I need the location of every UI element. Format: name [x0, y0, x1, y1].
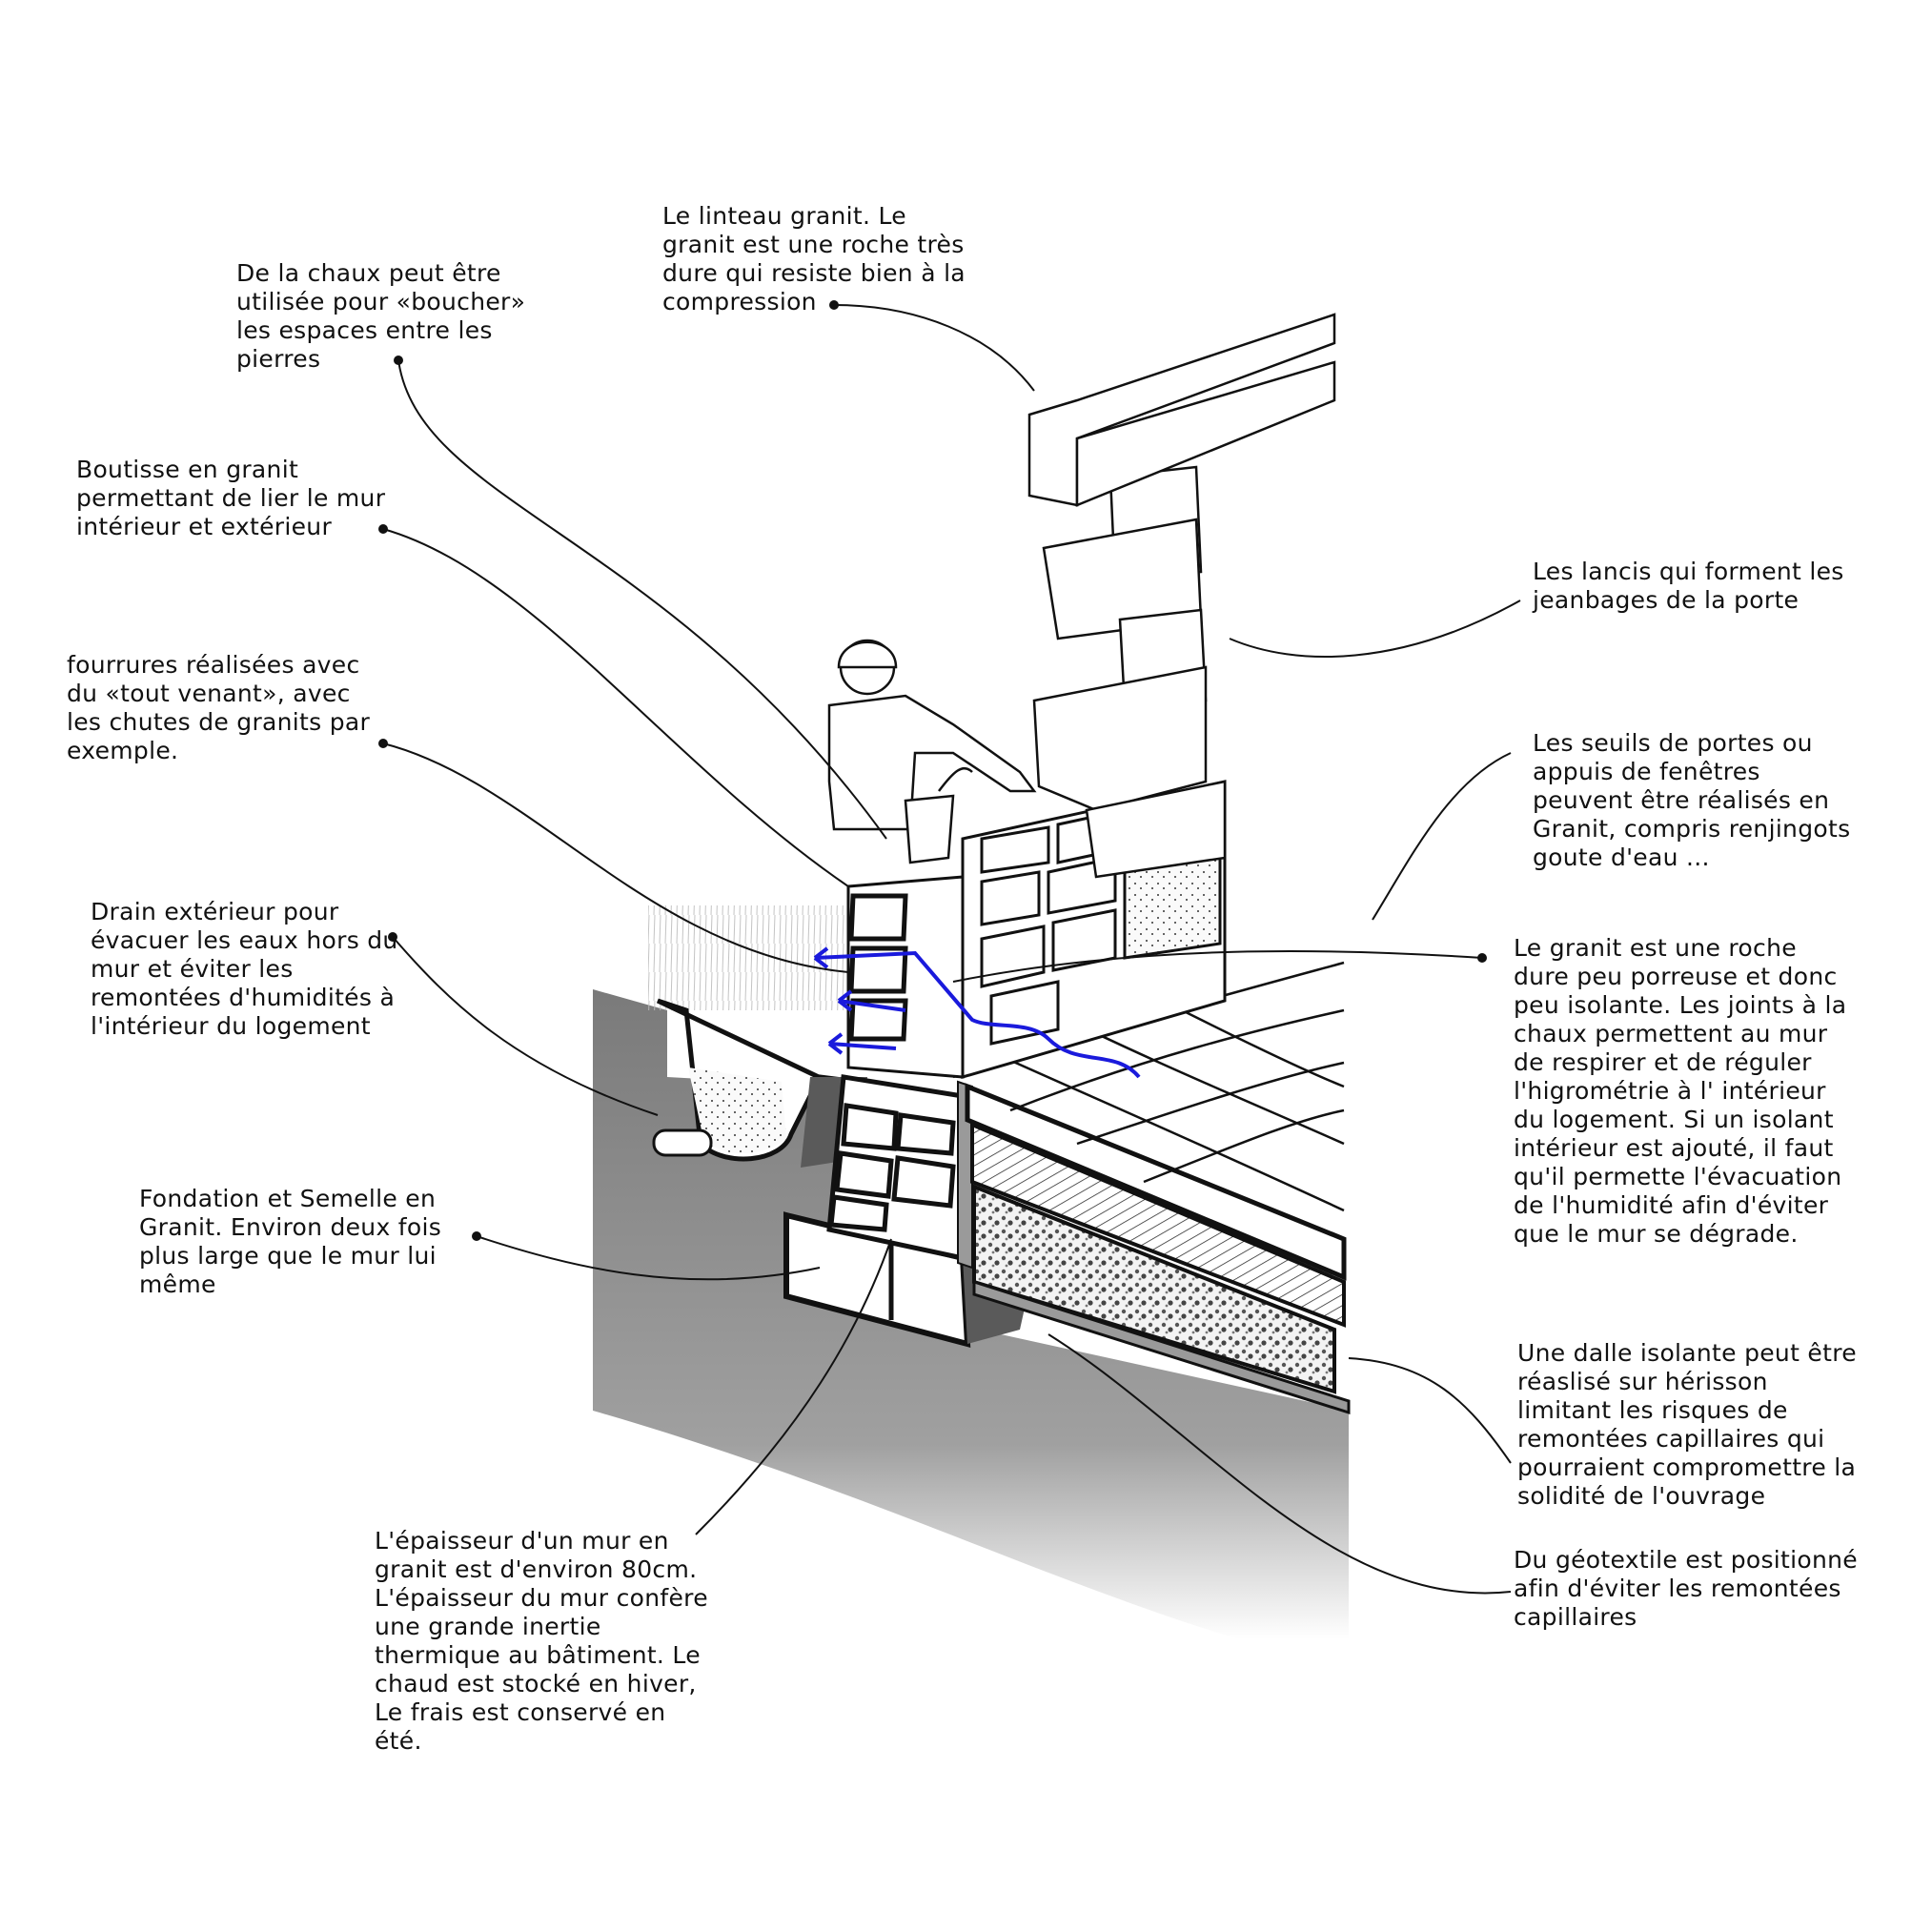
- drain-pipe: [652, 1128, 713, 1157]
- annotation-fourrures: fourrures réalisées avec du «tout venant…: [67, 651, 371, 764]
- lintel-front: [1075, 360, 1336, 507]
- annotation-chaux: De la chaux peut être utilisée pour «bou…: [236, 259, 526, 373]
- annotation-linteau: Le linteau granit. Le granit est une roc…: [662, 202, 966, 315]
- annotation-boutisse: Boutisse en granit permettant de lier le…: [76, 456, 386, 540]
- annotation-dalle: Une dalle isolante peut être réaslisé su…: [1517, 1339, 1857, 1510]
- floor-slab: [965, 1083, 1351, 1415]
- granite-lintel: [1027, 313, 1336, 507]
- wall-below-ground: [826, 1074, 966, 1262]
- drain-gravel: [688, 1067, 786, 1153]
- moisture-arrows: [813, 946, 1141, 1079]
- annotation-epaisseur: L'épaisseur d'un mur en granit est d'env…: [375, 1527, 708, 1755]
- annotation-granit-poreux: Le granit est une roche dure peu porreus…: [1514, 934, 1847, 1248]
- annotation-lancis: Les lancis qui forment les jeanbages de …: [1533, 558, 1844, 614]
- annotation-fondation: Fondation et Semelle en Granit. Environ …: [139, 1185, 442, 1298]
- leader-lines: [378, 300, 1521, 1595]
- mason-figure-icon: [827, 639, 1037, 864]
- door-jamb-stones: [1032, 465, 1227, 879]
- annotation-geotextile: Du géotextile est positionné afin d'évit…: [1514, 1546, 1858, 1631]
- annotation-drain: Drain extérieur pour évacuer les eaux ho…: [91, 898, 398, 1040]
- ground-soil: [593, 989, 1349, 1639]
- annotation-seuils: Les seuils de portes ou appuis de fenêtr…: [1533, 729, 1851, 871]
